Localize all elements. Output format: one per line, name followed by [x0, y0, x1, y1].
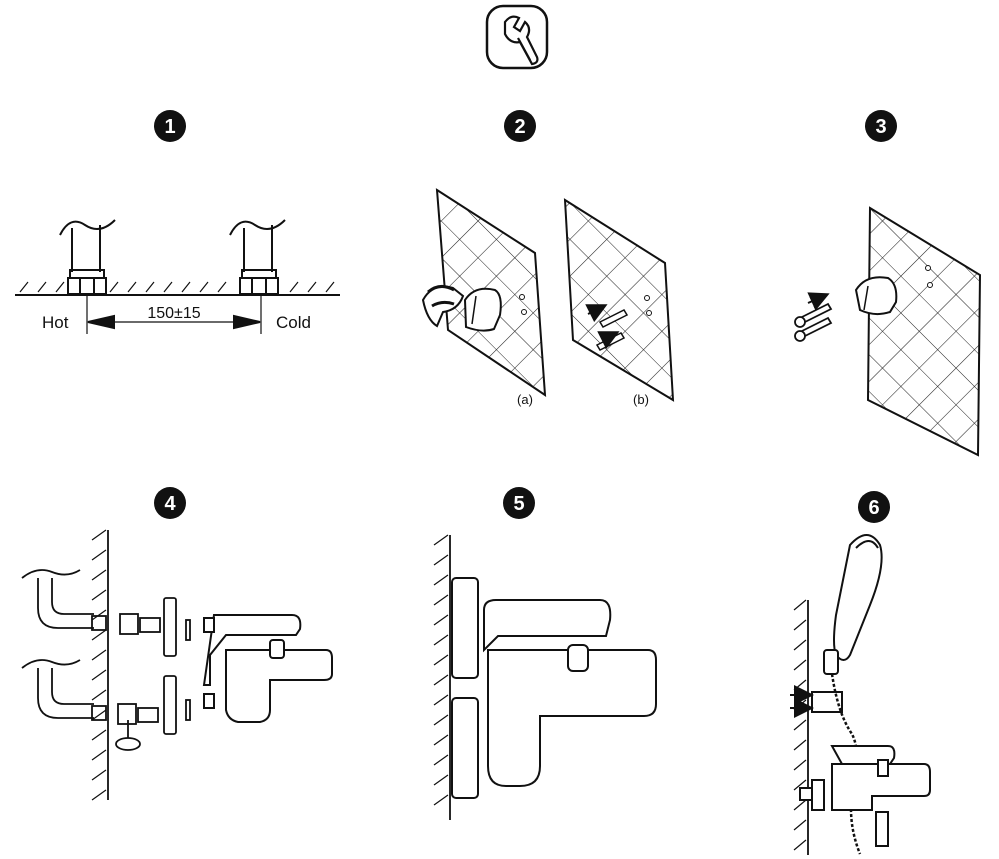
step-number: 4	[164, 493, 176, 515]
step-number: 2	[514, 116, 525, 138]
step2-wall-b	[563, 198, 675, 402]
step-number: 5	[513, 493, 524, 515]
wrench-icon	[485, 4, 549, 70]
step-badge-6: 6	[858, 491, 890, 523]
cold-label: Cold	[276, 313, 311, 332]
step-badge-3: 3	[865, 110, 897, 142]
shower-holder	[790, 685, 843, 718]
step6-mixer	[799, 745, 931, 847]
step3-wall	[854, 206, 982, 457]
spacing-dimension: 150±15	[147, 305, 200, 322]
step4-mixer-body	[202, 614, 333, 723]
step-number: 6	[868, 497, 879, 519]
step-badge-4: 4	[154, 487, 186, 519]
step4-eccentric-connectors	[115, 613, 161, 751]
hot-label: Hot	[42, 313, 69, 332]
step1-pipe-diagram	[15, 219, 340, 334]
step5-wall	[433, 534, 451, 820]
step-number: 3	[875, 116, 886, 138]
screw-set	[794, 292, 833, 342]
caption-a: (a)	[517, 392, 533, 407]
step2-wall-a	[421, 188, 547, 397]
step-number: 1	[164, 116, 175, 138]
step5-mixer	[451, 577, 657, 799]
step-badge-2: 2	[504, 110, 536, 142]
step6-wall	[793, 599, 809, 855]
step4-wall	[21, 529, 109, 801]
floor-hatching	[19, 281, 335, 293]
shower-head-icon	[823, 534, 883, 675]
step-badge-5: 5	[503, 487, 535, 519]
step4-cover-plates	[163, 597, 191, 735]
step-badge-1: 1	[154, 110, 186, 142]
caption-b: (b)	[633, 392, 649, 407]
